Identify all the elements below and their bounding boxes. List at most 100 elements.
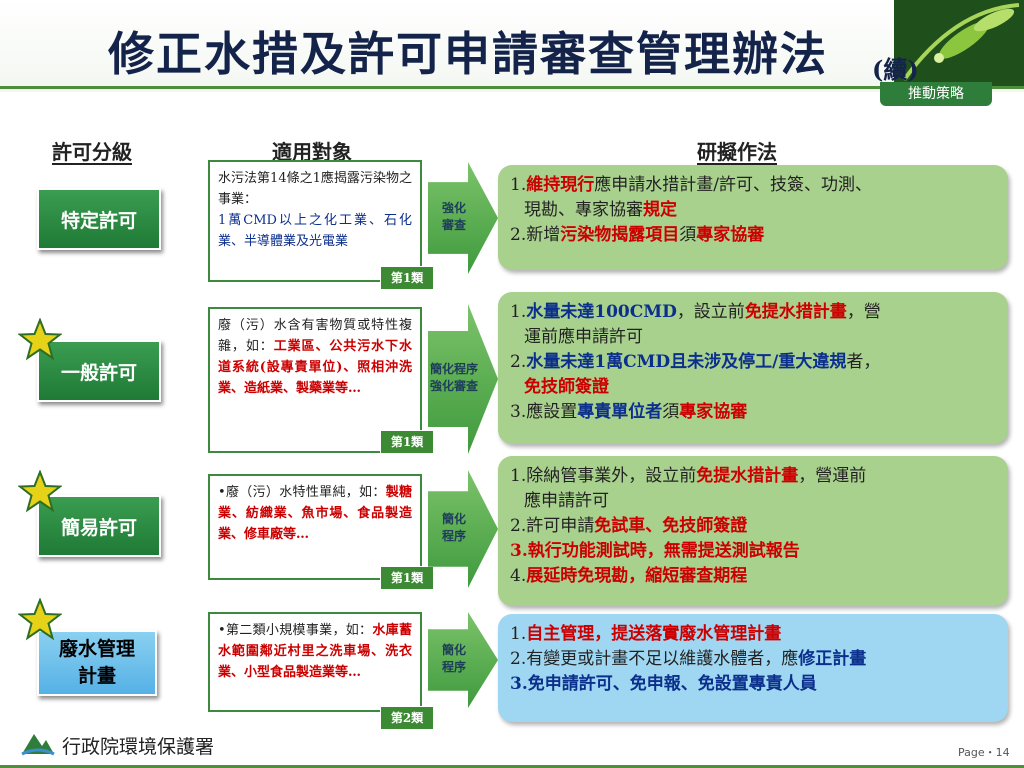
section-badge: 推動策略	[880, 82, 992, 106]
approach-line: 免技師簽證	[510, 375, 996, 400]
arrow-label-line: 簡化	[441, 512, 466, 526]
approach-text: 展延時免現勘，縮短審查期程	[526, 566, 748, 586]
approach-line: 現勘、專家協審規定	[510, 198, 996, 223]
approach-line: 1.除納管事業外，設立前免提水措計畫，營運前	[510, 464, 996, 489]
column-header-level: 許可分級	[52, 140, 132, 164]
page-title: 修正水措及許可申請審查管理辦法	[108, 27, 828, 81]
approach-text: 1.	[510, 624, 527, 644]
approach-text: 2.	[510, 352, 527, 372]
approach-text: 自主管理，提送落實廢水管理計畫	[526, 624, 782, 644]
arrow-right-icon	[428, 162, 498, 274]
arrow-right-icon	[428, 470, 498, 588]
approach-line: 2.水量未達1萬CMD且未涉及停工/重大違規者，	[510, 350, 996, 375]
target-text: •廢（污）水特性單純，如：	[218, 485, 386, 500]
category-tag: 第2類	[380, 706, 434, 730]
approach-text: ，設立前	[676, 302, 745, 322]
approach-text: 3.執行功能測試時，無需提送測試報告	[510, 541, 800, 561]
approach-text: 水量未達100CMD	[526, 302, 677, 322]
approach-line: 2.新增污染物揭露項目須專家協審	[510, 223, 996, 248]
target-description: •第二類小規模事業，如：水庫蓄水範圍鄰近村里之洗車場、洗衣業、小型食品製造業等…	[208, 612, 422, 712]
approach-text: 專家協審	[679, 402, 748, 422]
approach-text: 1.	[510, 175, 527, 195]
approach-text: 4.	[510, 566, 527, 586]
star-icon	[18, 598, 62, 641]
approach-line: 3.應設置專責單位者須專家協審	[510, 400, 996, 425]
title-suffix: (續)	[872, 55, 919, 84]
approach-text: 1.除納管事業外，設立前	[510, 466, 697, 486]
organization-name: 行政院環境保護署	[62, 736, 215, 758]
header-bar	[0, 0, 1024, 92]
star-icon	[18, 318, 62, 361]
approach-text: 應申請許可	[524, 491, 609, 511]
arrow-label: 簡化程序強化審查	[424, 361, 484, 395]
arrow-label-line: 簡化	[441, 643, 466, 657]
leaf-decoration-icon	[894, 0, 1024, 86]
approach-line: 3.執行功能測試時，無需提送測試報告	[510, 539, 996, 564]
approach-line: 2.許可申請免試車、免技師簽證	[510, 514, 996, 539]
target-text: 水庫蓄水範圍鄰近村里之洗車場、洗衣業、小型食品製造業等…	[218, 623, 412, 680]
arrow-label-line: 審查	[441, 218, 466, 232]
approach-line: 運前應申請許可	[510, 325, 996, 350]
target-text: 水污法第14條之1應揭露污染物之事業：	[218, 171, 412, 207]
approach-line: 1.自主管理，提送落實廢水管理計畫	[510, 622, 996, 647]
column-header-approach: 研擬作法	[697, 140, 777, 164]
arrow-label-line: 簡化程序	[429, 362, 478, 376]
approach-line: 2.有變更或計畫不足以維護水體者，應修正計畫	[510, 647, 996, 672]
approach-text: 3.應設置	[510, 402, 578, 422]
approach-text: 免提水措計畫	[744, 302, 847, 322]
approach-text: 水量未達1萬CMD且未涉及停工/重大違規	[526, 352, 847, 372]
approach-text: 2.新增	[510, 225, 561, 245]
approach-text: ，營	[846, 302, 881, 322]
arrow-label: 簡化程序	[424, 511, 484, 545]
approach-text: 須	[662, 402, 680, 422]
target-text: 工業區、公共污水下水道系統(設專責單位)、照相沖洗業、造紙業、製藥業等…	[218, 339, 412, 396]
arrow-right-icon	[428, 612, 498, 708]
approach-text: 維持現行	[526, 175, 595, 195]
approach-text: 3.免申請許可、免申報、免設置專責人員	[510, 674, 817, 694]
epa-logo-icon	[21, 734, 55, 756]
target-text: •第二類小規模事業，如：	[218, 623, 373, 638]
approach-text: 者，	[846, 352, 881, 372]
approach-text: 1.	[510, 302, 527, 322]
approach-text: 規定	[643, 200, 677, 220]
approach-text: 免試車、免技師簽證	[594, 516, 748, 536]
approach-text: 修正計畫	[798, 649, 867, 669]
category-tag: 第1類	[380, 266, 434, 290]
approach-text: 應申請水措計畫/許可、技簽、功測、	[594, 175, 872, 195]
target-text: 製糖業、紡織業、魚市場、食品製造業、修車廠等…	[218, 485, 412, 542]
approach-text: 污染物揭露項目	[560, 225, 680, 245]
arrow-label-line: 程序	[441, 529, 466, 543]
arrow-right-icon	[428, 304, 498, 454]
approach-line: 3.免申請許可、免申報、免設置專責人員	[510, 672, 996, 697]
approach-text: 2.許可申請	[510, 516, 595, 536]
approach-text: 免提水措計畫	[696, 466, 799, 486]
target-description: •廢（污）水特性單純，如：製糖業、紡織業、魚市場、食品製造業、修車廠等…	[208, 474, 422, 580]
target-description: 廢（污）水含有害物質或特性複雜，如：工業區、公共污水下水道系統(設專責單位)、照…	[208, 307, 422, 453]
arrow-label: 簡化程序	[424, 642, 484, 676]
approach-text: 2.有變更或計畫不足以維護水體者，應	[510, 649, 799, 669]
arrow-label: 強化審查	[424, 200, 484, 234]
arrow-label-line: 程序	[441, 660, 466, 674]
arrow-label-line: 強化	[441, 201, 466, 215]
approach-line: 1.維持現行應申請水措計畫/許可、技簽、功測、	[510, 173, 996, 198]
star-icon	[18, 470, 62, 513]
level-label: 簡易許可	[37, 495, 161, 557]
approach-text: 現勘、專家協審	[524, 200, 643, 220]
level-label: 廢水管理計畫	[37, 630, 157, 696]
target-text: 廢（污）水含有害物質或特性複雜，如：	[218, 318, 412, 354]
arrow-label-line: 強化審查	[429, 379, 478, 393]
approach-text: ，營運前	[798, 466, 867, 486]
category-tag: 第1類	[380, 566, 434, 590]
approach-text: 專責單位者	[577, 402, 663, 422]
approach-line: 4.展延時免現勘，縮短審查期程	[510, 564, 996, 589]
footer-divider	[0, 765, 1024, 768]
target-text: 1萬CMD以上之化工業、石化業、半導體業及光電業	[218, 213, 412, 249]
approach-line: 1.水量未達100CMD，設立前免提水措計畫，營	[510, 300, 996, 325]
approach-text: 專家協審	[696, 225, 765, 245]
level-label: 一般許可	[37, 340, 161, 402]
target-description: 水污法第14條之1應揭露污染物之事業： 1萬CMD以上之化工業、石化業、半導體業及…	[208, 160, 422, 282]
